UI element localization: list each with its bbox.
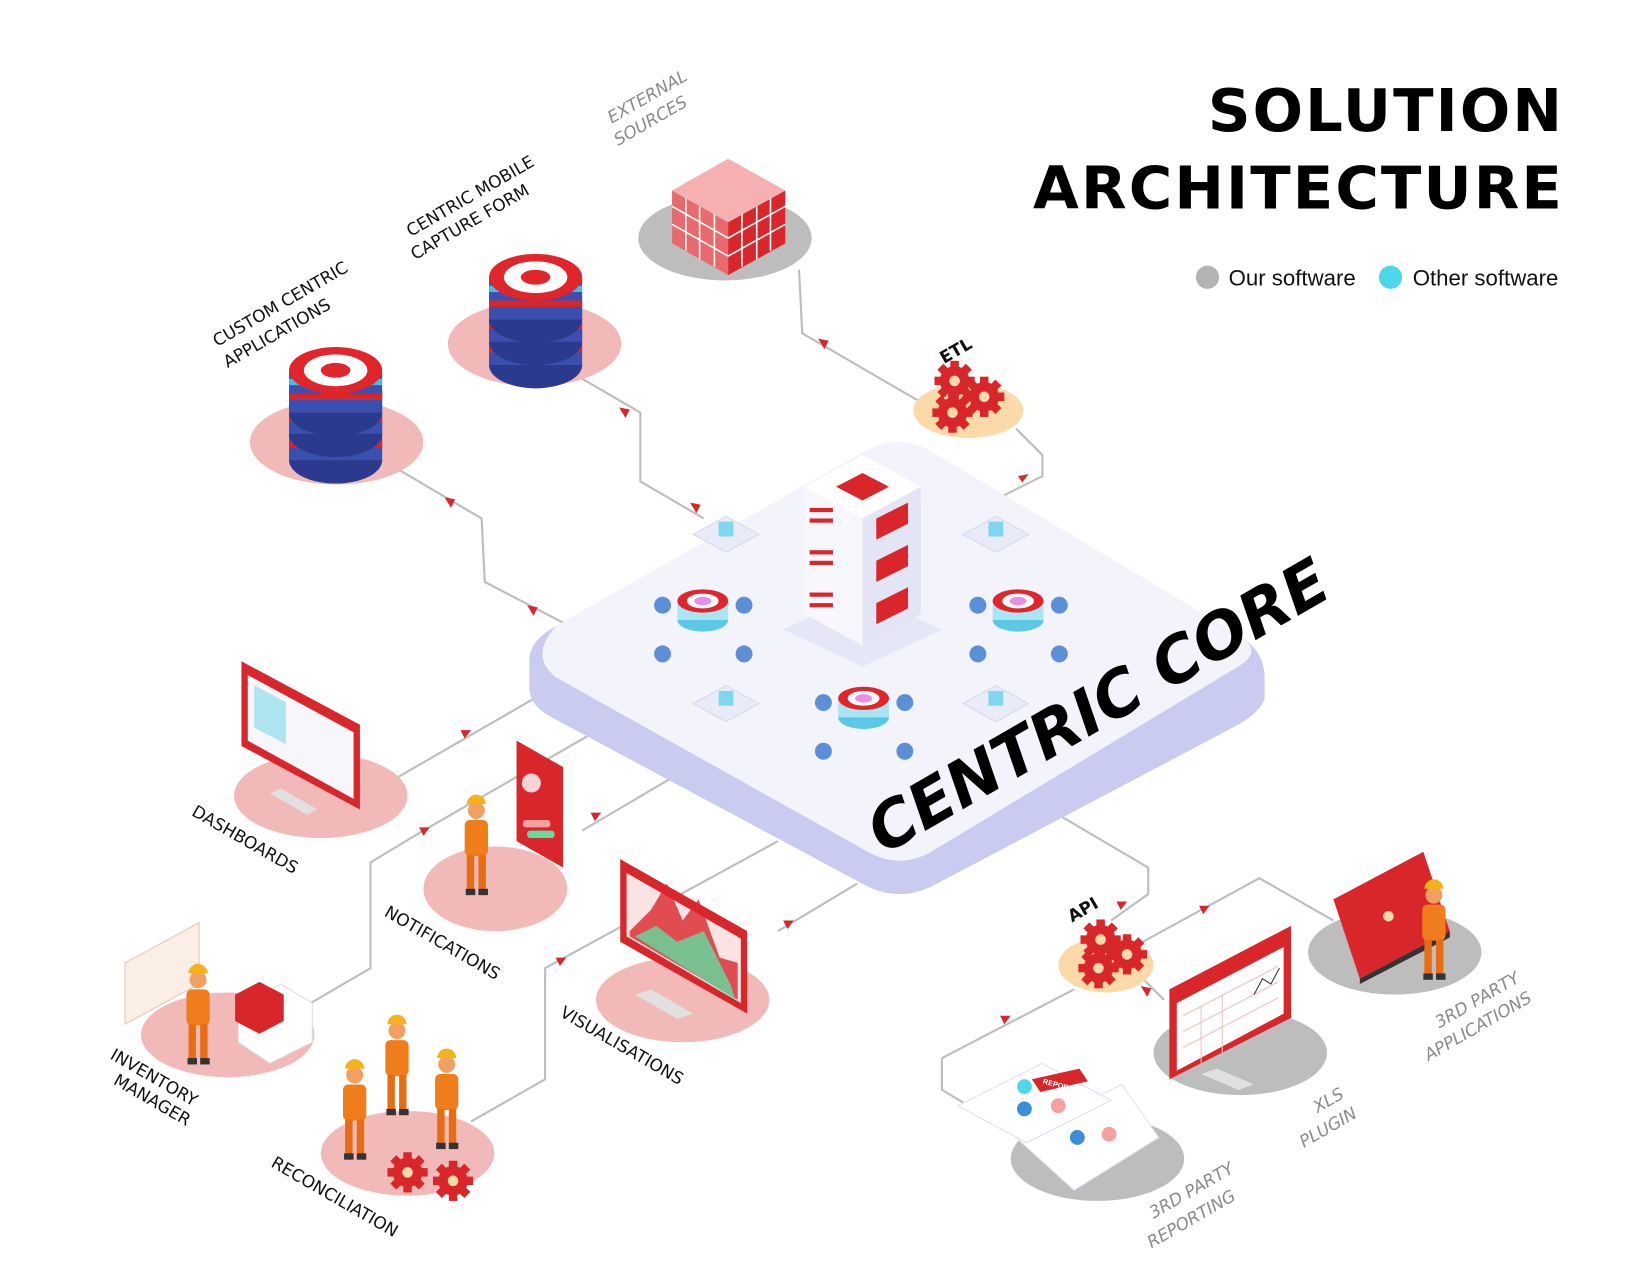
- data-cube-icon: [671, 158, 786, 276]
- legend-other-software-swatch: [1378, 265, 1403, 289]
- page-title-line2: ARCHITECTURE: [1033, 153, 1564, 222]
- node-third-party-applications[interactable]: [1307, 851, 1482, 995]
- legend-our-software: Our software: [1229, 266, 1356, 291]
- database-stack-icon: [289, 347, 383, 484]
- database-stack-icon: [489, 253, 583, 389]
- spreadsheet-monitor-icon: [1169, 925, 1292, 1090]
- centric-core-platform: [529, 442, 1265, 895]
- node-custom-centric-applications[interactable]: [249, 347, 424, 485]
- worker-figure: [385, 1014, 409, 1116]
- inventory-board-icon: [124, 921, 313, 1064]
- report-documents-icon: REPORT: [956, 1062, 1160, 1192]
- node-third-party-reporting[interactable]: REPORT: [956, 1062, 1185, 1201]
- node-external-sources[interactable]: [638, 158, 812, 281]
- flow-arrows: [419, 338, 1210, 1025]
- node-inventory-manager[interactable]: [124, 921, 315, 1078]
- node-xls-plugin[interactable]: [1153, 925, 1328, 1096]
- node-centric-mobile-capture-form[interactable]: [447, 253, 622, 389]
- legend-other-software: Other software: [1413, 266, 1559, 291]
- node-notifications[interactable]: [423, 740, 568, 932]
- chart-monitor-icon: [620, 859, 748, 1019]
- node-dashboards[interactable]: [234, 661, 408, 839]
- legend-our-software-swatch: [1195, 265, 1220, 289]
- phone-icon: [516, 740, 564, 868]
- label-api: API: [1064, 893, 1102, 926]
- node-visualisations[interactable]: [595, 859, 770, 1043]
- page-title-line1: SOLUTION: [1208, 76, 1564, 145]
- monitor-icon: [241, 661, 360, 815]
- node-reconciliation[interactable]: [320, 1014, 495, 1201]
- node-etl[interactable]: [913, 360, 1024, 439]
- node-api[interactable]: [1058, 919, 1154, 993]
